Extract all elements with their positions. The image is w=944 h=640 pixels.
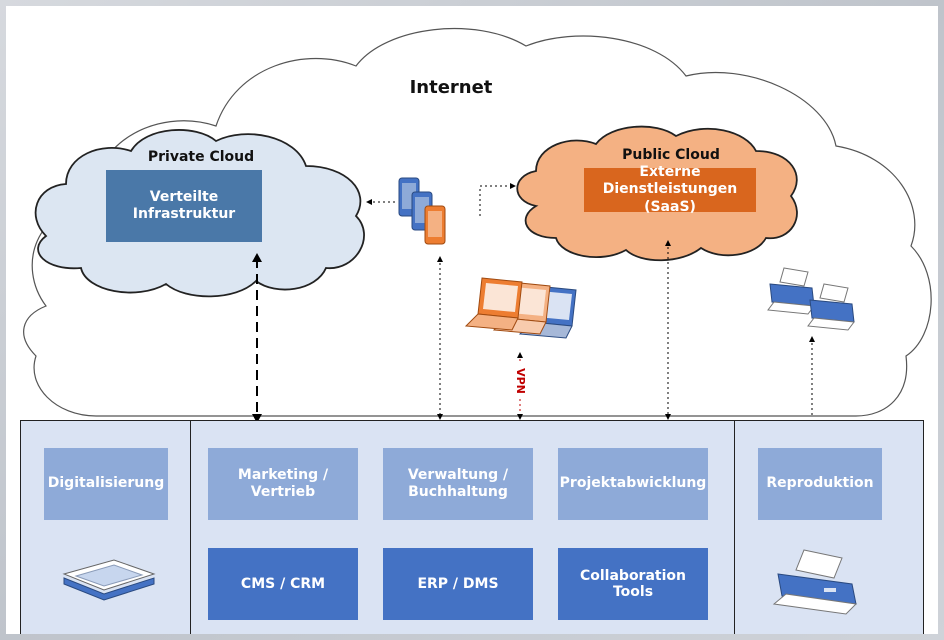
arrowhead [665,240,671,246]
reproduktion-box: Reproduktion [758,448,882,520]
vpn-label: VPN [513,363,527,399]
reproduktion-label: Reproduktion [766,475,874,492]
private-cloud-box-label: Verteilte Infrastruktur [132,188,236,223]
printers-icon [767,267,855,331]
arrowhead [665,414,671,420]
public-cloud-box: Externe Dienstleistungen (SaaS) [584,164,756,215]
cms-crm-box: CMS / CRM [208,548,358,620]
private-cloud-box: Verteilte Infrastruktur [106,170,262,242]
arrowhead [510,183,516,189]
arrowhead [437,414,443,420]
collaboration-tools-label: Collaboration Tools [579,568,686,600]
projektabwicklung-box: Projektabwicklung [558,448,708,520]
arrowhead [252,253,262,262]
public-cloud-title: Public Cloud [622,147,720,164]
arrowhead [517,352,523,358]
marketing-box: Marketing / Vertrieb [208,448,358,520]
erp-dms-box: ERP / DMS [383,548,533,620]
internet-label: Internet [409,76,493,98]
digitalisierung-box: Digitalisierung [44,448,168,520]
arrowhead [366,199,372,205]
verwaltung-box: Verwaltung / Buchhaltung [383,448,533,520]
private-cloud-title: Private Cloud [147,149,255,166]
arrowhead [437,256,443,262]
printer-icon [772,549,858,615]
diagram-frame: Internet Private Cloud Verteilte Infrast… [6,6,938,634]
phones-public-connector [479,185,514,216]
verwaltung-label: Verwaltung / Buchhaltung [407,466,509,501]
scanner-icon [62,559,156,601]
arrowhead [252,414,262,423]
smartphones-icon [398,177,446,245]
internet-cloud [23,27,932,417]
public-cloud-box-label: Externe Dienstleistungen (SaaS) [602,163,738,215]
laptops-icon [464,277,577,339]
cms-crm-label: CMS / CRM [240,576,326,592]
digitalisierung-label: Digitalisierung [47,475,165,492]
arrowhead [517,414,523,420]
projektabwicklung-label: Projektabwicklung [559,475,707,492]
arrowhead [809,336,815,342]
collaboration-tools-box: Collaboration Tools [558,548,708,620]
marketing-label: Marketing / Vertrieb [237,466,329,501]
erp-dms-label: ERP / DMS [417,576,499,592]
